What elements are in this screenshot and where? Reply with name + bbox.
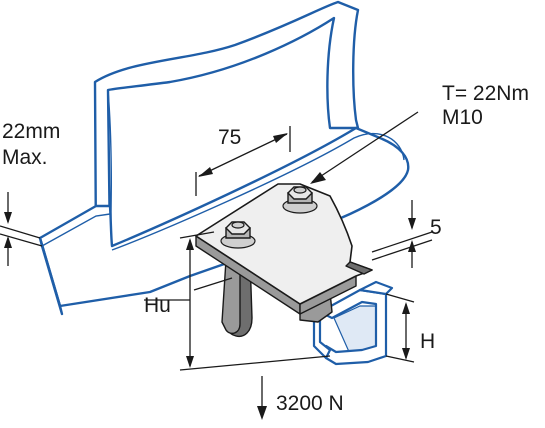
torque-leader [311, 111, 419, 183]
dim-22-arrow-top [4, 212, 12, 224]
dim-5-ext-top [371, 231, 433, 253]
dimension-lines [0, 111, 433, 420]
dim-22-ext-top [0, 225, 41, 239]
dim-hu-reference [193, 277, 233, 291]
beam-clamp [195, 183, 373, 338]
dim-h-arrow-top [402, 302, 410, 314]
beam-flange-lip [38, 236, 64, 316]
channel-back-lip [358, 280, 394, 296]
dim-hu-ext-top [179, 231, 215, 239]
dim-75-arrow-left [198, 167, 213, 177]
dim-22-ext-bottom [0, 233, 43, 247]
label-torque: T= 22Nm [442, 82, 529, 105]
beam-flange-top-edge [41, 213, 111, 247]
labels: T= 22Nm M10 75 22mm Max. 5 Hu H 3200 N [2, 82, 529, 415]
dim-h-arrow-bottom [402, 348, 410, 360]
torque-leader-arrow [310, 172, 326, 184]
dim-hu-arrow-bottom [186, 356, 194, 368]
label-width: 75 [218, 126, 241, 149]
beam-flange-crease [111, 132, 405, 251]
dim-5-ext-bottom [371, 239, 433, 261]
dim-75-line [198, 133, 288, 177]
dim-5-arrow-bottom [408, 240, 416, 252]
label-flange-max-1: 22mm [2, 120, 60, 143]
label-thickness: 5 [430, 216, 442, 239]
i-beam [38, 0, 410, 316]
dim-hu-arrow-top [186, 238, 194, 250]
bolt-left [220, 221, 256, 249]
clamp-leg-front [221, 255, 241, 335]
dim-5-arrow-top [408, 218, 416, 230]
load-arrow-head [257, 406, 267, 420]
dim-h-ext-top [385, 293, 415, 303]
label-flange-max-2: Max. [2, 146, 48, 169]
label-bolt-size: M10 [442, 106, 483, 129]
beam-lower-flange [38, 126, 410, 308]
clamp-slot [345, 261, 373, 275]
dim-h-ext-bottom [385, 355, 415, 363]
bolt-right [282, 186, 318, 214]
bolt-left-end [231, 221, 245, 229]
dim-hu-ext-bottom [179, 355, 331, 371]
dim-75-arrow-right [273, 133, 288, 143]
label-load: 3200 N [276, 392, 344, 415]
label-h: H [420, 330, 435, 353]
bolt-right-end [293, 186, 307, 194]
label-hu: Hu [144, 294, 171, 317]
dim-22-arrow-bottom [4, 236, 12, 248]
